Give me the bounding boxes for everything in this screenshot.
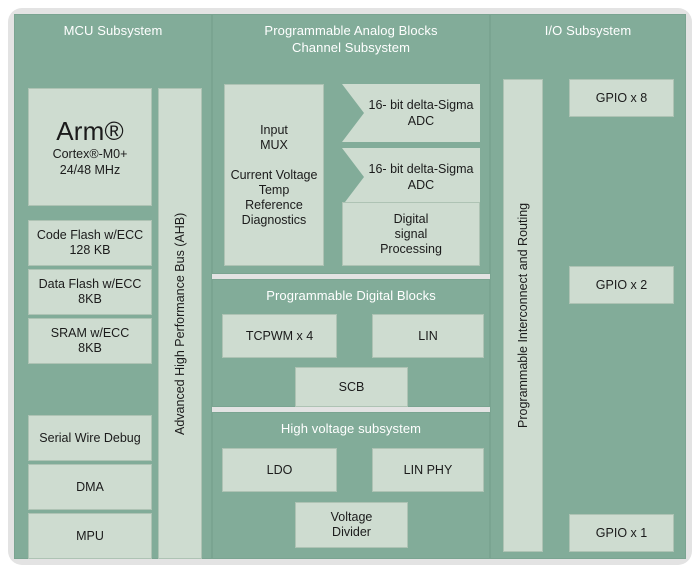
block-gpio-x1[interactable]: GPIO x 1 — [569, 514, 674, 552]
block-dma[interactable]: DMA — [28, 464, 152, 510]
analog-subsystem-title: Programmable Analog Blocks Channel Subsy… — [264, 23, 438, 55]
block-ahb-bus[interactable]: Advanced High Performance Bus (AHB) — [158, 88, 202, 559]
block-arm-core[interactable]: Arm® Cortex®-M0+ 24/48 MHz — [28, 88, 152, 206]
block-lin[interactable]: LIN — [372, 314, 484, 358]
block-code-flash[interactable]: Code Flash w/ECC 128 KB — [28, 220, 152, 266]
arm-core-sub: Cortex®-M0+ 24/48 MHz — [52, 147, 128, 177]
block-gpio-x2[interactable]: GPIO x 2 — [569, 266, 674, 304]
mcu-subsystem-title: MCU Subsystem — [63, 23, 163, 38]
block-lin-phy[interactable]: LIN PHY — [372, 448, 484, 492]
io-subsystem-title: I/O Subsystem — [544, 23, 632, 38]
block-adc-1[interactable]: 16- bit delta-Sigma ADC — [342, 84, 480, 142]
block-sram[interactable]: SRAM w/ECC 8KB — [28, 318, 152, 364]
block-scb[interactable]: SCB — [295, 367, 408, 407]
hv-subsystem-title: High voltage subsystem — [280, 421, 422, 436]
digital-subsystem-title: Programmable Digital Blocks — [266, 288, 436, 303]
block-voltage-divider[interactable]: Voltage Divider — [295, 502, 408, 548]
block-input-mux[interactable]: Input MUX Current Voltage Temp Reference… — [224, 84, 324, 266]
chip-outer-frame: MCU Subsystem Arm® Cortex®-M0+ 24/48 MHz… — [8, 8, 692, 565]
block-adc-2[interactable]: 16- bit delta-Sigma ADC — [342, 148, 480, 206]
block-data-flash[interactable]: Data Flash w/ECC 8KB — [28, 269, 152, 315]
block-digital-signal-processing[interactable]: Digital signal Processing — [342, 202, 480, 266]
arm-core-name: Arm® — [56, 116, 124, 146]
block-mpu[interactable]: MPU — [28, 513, 152, 559]
block-serial-wire-debug[interactable]: Serial Wire Debug — [28, 415, 152, 461]
block-programmable-interconnect-routing[interactable]: Programmable Interconnect and Routing — [503, 79, 543, 552]
block-tcpwm[interactable]: TCPWM x 4 — [222, 314, 337, 358]
block-ldo[interactable]: LDO — [222, 448, 337, 492]
block-gpio-x8[interactable]: GPIO x 8 — [569, 79, 674, 117]
